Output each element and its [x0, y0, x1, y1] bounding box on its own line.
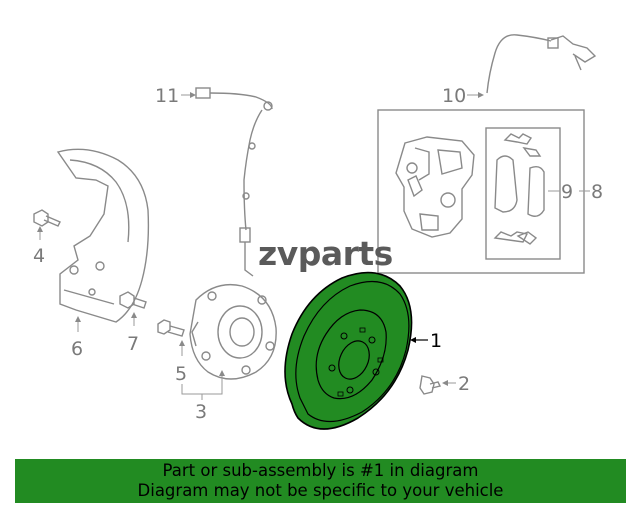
screw-2 — [419, 375, 442, 395]
callout-8: 8 — [591, 181, 603, 203]
watermark-logo: zvparts — [258, 234, 393, 273]
banner-line-1: Part or sub-assembly is #1 in diagram — [162, 461, 479, 480]
dust-shield — [56, 148, 150, 323]
callout-2: 2 — [458, 373, 470, 395]
callout-9: 9 — [561, 181, 573, 203]
abs-sensor-wire — [195, 87, 273, 277]
callout-5: 5 — [175, 363, 187, 385]
bolt-7 — [119, 291, 147, 309]
caliper-assembly-box — [377, 109, 585, 274]
callout-4: 4 — [33, 245, 45, 267]
callout-3: 3 — [195, 401, 207, 423]
banner-line-2: Diagram may not be specific to your vehi… — [137, 481, 504, 500]
bolt-5 — [157, 319, 185, 337]
callout-10: 10 — [442, 85, 466, 107]
brake-rotor — [284, 271, 413, 430]
callout-11: 11 — [155, 85, 179, 107]
callout-1: 1 — [430, 330, 442, 352]
part-notice-banner: Part or sub-assembly is #1 in diagram Di… — [15, 459, 626, 503]
bolt-4 — [33, 209, 61, 227]
callout-7: 7 — [127, 333, 139, 355]
hub-assembly — [189, 283, 277, 380]
wheel-speed-sensor-rear — [486, 34, 597, 94]
callout-6: 6 — [71, 338, 83, 360]
